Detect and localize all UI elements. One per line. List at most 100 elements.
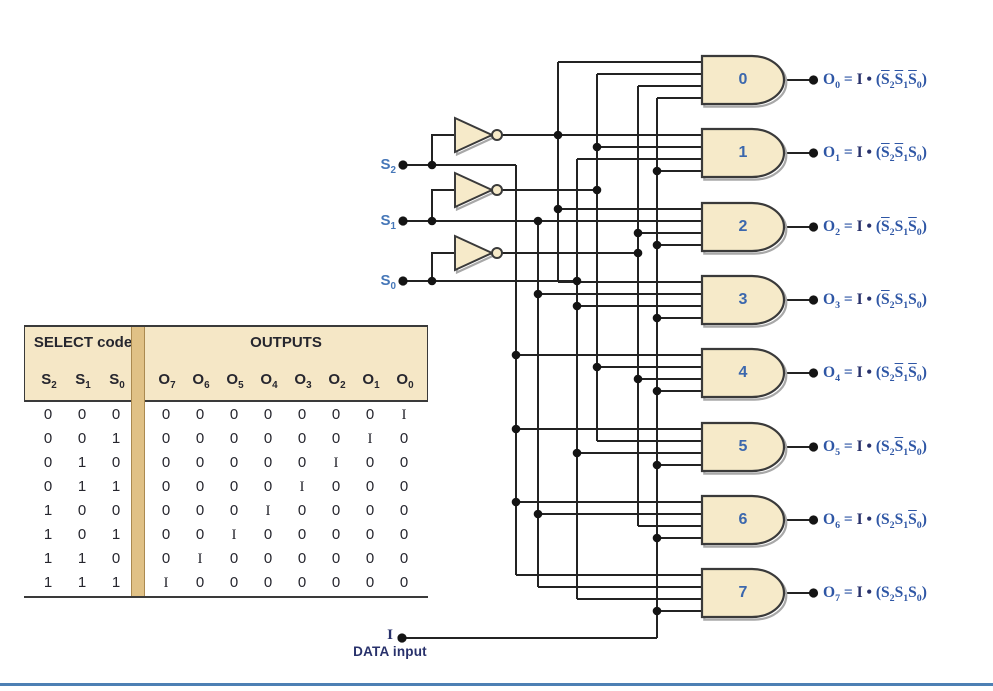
table-cell: 1 <box>111 574 121 591</box>
inverter-s1 <box>454 171 495 209</box>
table-cell: 0 <box>399 502 409 519</box>
and-gate-5 <box>700 421 786 473</box>
table-cell: 0 <box>229 550 239 567</box>
table-cell: 0 <box>77 502 87 519</box>
table-cell: I <box>299 479 305 495</box>
output-column-header: O3 <box>294 371 312 391</box>
table-cell: 1 <box>43 574 53 591</box>
and-gate-6 <box>700 494 786 546</box>
table-cell: 0 <box>331 478 341 495</box>
table-cell: 1 <box>111 430 121 447</box>
inverter-bubble <box>491 247 503 259</box>
and-gate-number: 7 <box>738 584 748 601</box>
table-cell: 0 <box>365 574 375 591</box>
and-gate-3 <box>700 274 786 326</box>
table-cell: 0 <box>399 454 409 471</box>
table-cell: 0 <box>399 550 409 567</box>
table-cell: 0 <box>263 526 273 543</box>
table-cell: 0 <box>331 430 341 447</box>
data-input-symbol: I <box>387 627 393 643</box>
gate-output-expression: O7 = I • (S2S1S0) <box>823 584 927 604</box>
table-cell: 0 <box>195 502 205 519</box>
and-gate-number: 5 <box>738 438 748 455</box>
output-column-header: O5 <box>226 371 244 391</box>
table-cell: 0 <box>229 430 239 447</box>
and-gate-2 <box>700 201 786 253</box>
inverter-s2 <box>454 116 495 154</box>
gate-output-expression: O5 = I • (S2S1S0) <box>823 438 927 458</box>
select-column-header: S2 <box>41 371 57 391</box>
gate-output-expression: O2 = I • (S2S1S0) <box>823 218 927 238</box>
and-gate-number: 0 <box>738 71 748 88</box>
table-cell: 0 <box>297 406 307 423</box>
output-column-header: O7 <box>158 371 176 391</box>
gate-output-expression: O1 = I • (S2S1S0) <box>823 144 927 164</box>
table-cell: 0 <box>229 406 239 423</box>
table-cell: 0 <box>263 574 273 591</box>
gate-shapes <box>454 54 788 621</box>
gate-output-expression: O0 = I • (S2S1S0) <box>823 71 927 91</box>
table-cell: 0 <box>365 454 375 471</box>
and-gate-number: 4 <box>738 364 748 381</box>
table-cell: 0 <box>297 502 307 519</box>
table-cell: 0 <box>263 406 273 423</box>
table-cell: 1 <box>77 478 87 495</box>
table-cell: 0 <box>297 550 307 567</box>
table-cell: 0 <box>399 574 409 591</box>
and-gate-number: 6 <box>738 511 748 528</box>
table-cell: I <box>367 431 373 447</box>
table-cell: 0 <box>77 406 87 423</box>
table-cell: 0 <box>263 550 273 567</box>
table-cell: 0 <box>263 454 273 471</box>
table-cell: 0 <box>161 502 171 519</box>
table-cell: 0 <box>399 526 409 543</box>
table-cell: 0 <box>43 478 53 495</box>
gate-output-expression: O6 = I • (S2S1S0) <box>823 511 927 531</box>
table-cell: 0 <box>195 454 205 471</box>
data-input-label: I DATA input <box>328 628 452 660</box>
table-cell: I <box>197 551 203 567</box>
output-column-header: O2 <box>328 371 346 391</box>
input-label-s1: S1 <box>380 212 396 232</box>
table-cell: 0 <box>43 430 53 447</box>
table-cell: I <box>163 575 169 591</box>
inverter-bubble <box>491 184 503 196</box>
table-cell: 0 <box>365 502 375 519</box>
table-cell: 0 <box>161 478 171 495</box>
and-gate-7 <box>700 567 786 619</box>
and-gate-number: 2 <box>738 218 748 235</box>
table-cell: 0 <box>365 478 375 495</box>
table-cell: 0 <box>195 574 205 591</box>
table-cell: 0 <box>111 550 121 567</box>
table-cell: 0 <box>331 574 341 591</box>
data-input-text: DATA input <box>353 644 427 659</box>
select-code-header: SELECT code <box>33 334 133 351</box>
page-divider-line <box>0 683 993 686</box>
table-cell: 0 <box>297 430 307 447</box>
table-cell: 0 <box>111 454 121 471</box>
gate-output-expression: O4 = I • (S2S1S0) <box>823 364 927 384</box>
table-cell: 0 <box>365 526 375 543</box>
table-cell: 0 <box>365 406 375 423</box>
table-cell: 0 <box>297 574 307 591</box>
table-cell: 0 <box>331 550 341 567</box>
junction-dots <box>397 75 819 643</box>
table-cell: 0 <box>161 526 171 543</box>
table-cell: 0 <box>161 406 171 423</box>
table-cell: 0 <box>331 406 341 423</box>
input-label-s0: S0 <box>380 272 396 292</box>
table-cell: 0 <box>111 406 121 423</box>
table-cell: 0 <box>297 526 307 543</box>
table-cell: 1 <box>77 454 87 471</box>
table-cell: 0 <box>331 502 341 519</box>
table-cell: 0 <box>331 526 341 543</box>
output-column-header: O4 <box>260 371 278 391</box>
